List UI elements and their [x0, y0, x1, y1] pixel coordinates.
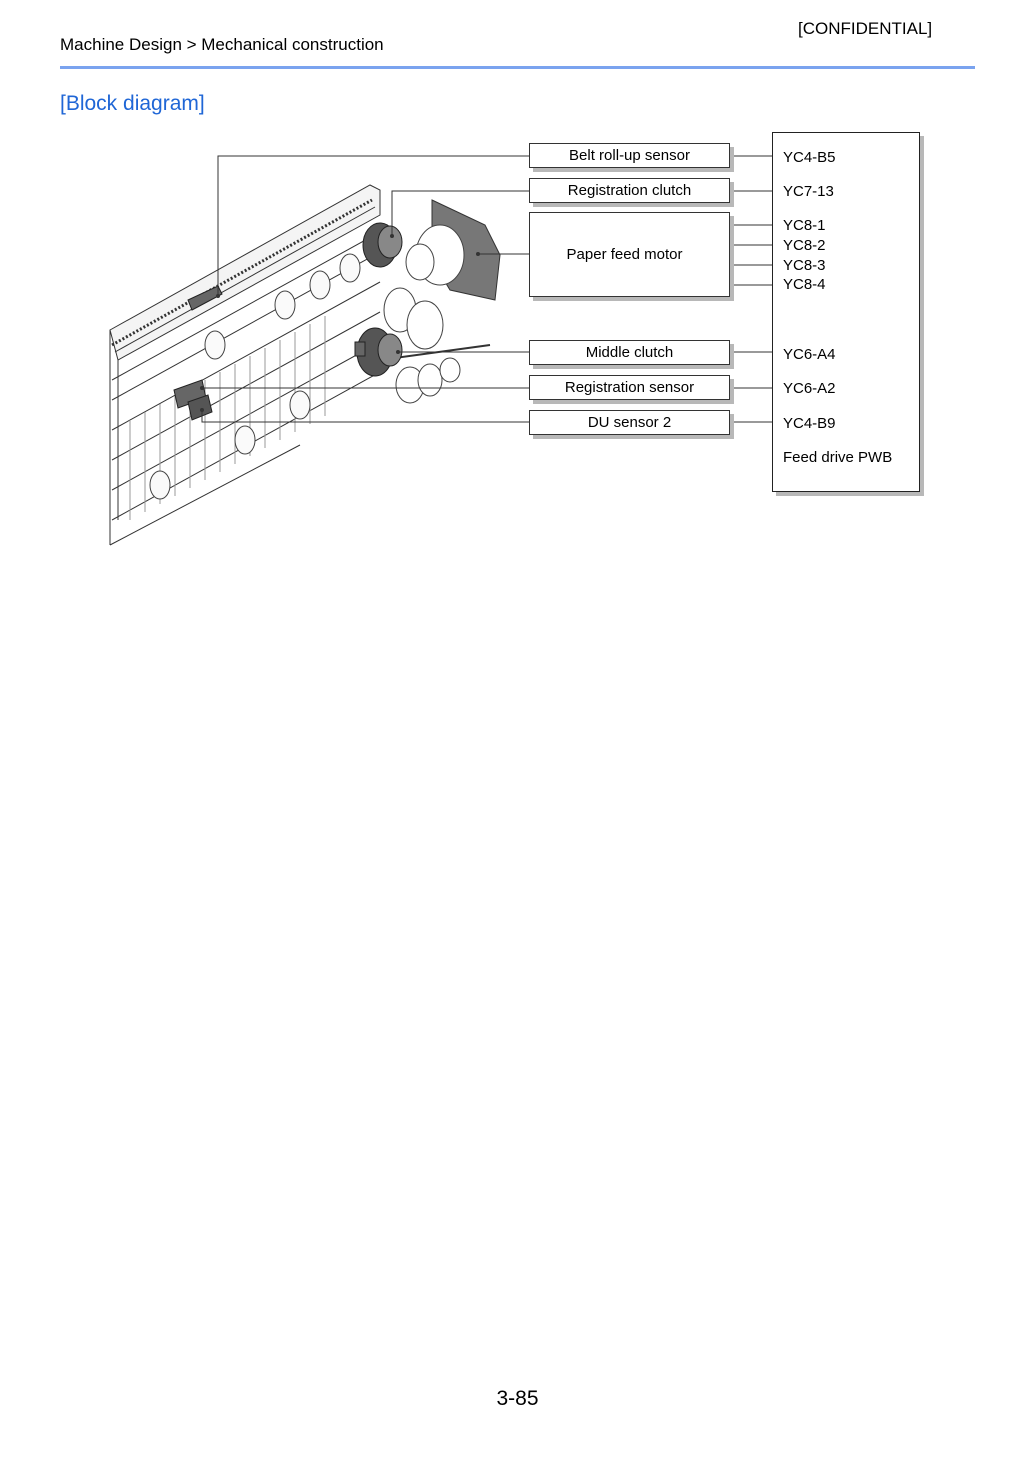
paper-feed-motor-label: Paper feed motor: [529, 212, 730, 297]
connector-yc8-2: YC8-2: [783, 237, 826, 254]
registration-sensor-label: Registration sensor: [529, 375, 730, 400]
registration-clutch-label: Registration clutch: [529, 178, 730, 203]
du-sensor-2-text: DU sensor 2: [587, 414, 672, 431]
belt-rollup-sensor-label: Belt roll-up sensor: [529, 143, 730, 168]
connector-yc8-1: YC8-1: [783, 217, 826, 234]
breadcrumb: Machine Design > Mechanical construction: [60, 35, 384, 54]
connector-yc6-a4: YC6-A4: [783, 346, 836, 363]
page-number: 3-85: [496, 1387, 539, 1410]
connector-yc4-b9: YC4-B9: [783, 415, 836, 432]
middle-clutch-text: Middle clutch: [585, 344, 674, 361]
mechanical-illustration: [109, 155, 772, 546]
middle-clutch-label: Middle clutch: [529, 340, 730, 365]
connector-yc6-a2: YC6-A2: [783, 380, 836, 397]
registration-sensor-text: Registration sensor: [564, 379, 695, 396]
connector-yc4-b5: YC4-B5: [783, 149, 836, 166]
connector-yc8-4: YC8-4: [783, 276, 826, 293]
belt-rollup-sensor-text: Belt roll-up sensor: [569, 147, 690, 164]
header-divider: [60, 66, 975, 69]
section-title: [Block diagram]: [60, 92, 205, 115]
connector-yc7-13: YC7-13: [783, 183, 834, 200]
registration-clutch-text: Registration clutch: [567, 182, 692, 199]
du-sensor-2-label: DU sensor 2: [529, 410, 730, 435]
feed-drive-pwb-box: [772, 132, 920, 492]
paper-feed-motor-text: Paper feed motor: [566, 246, 683, 263]
connector-yc8-3: YC8-3: [783, 257, 826, 274]
confidential-label: [CONFIDENTIAL]: [798, 19, 933, 38]
feed-drive-pwb-title: Feed drive PWB: [783, 449, 893, 466]
